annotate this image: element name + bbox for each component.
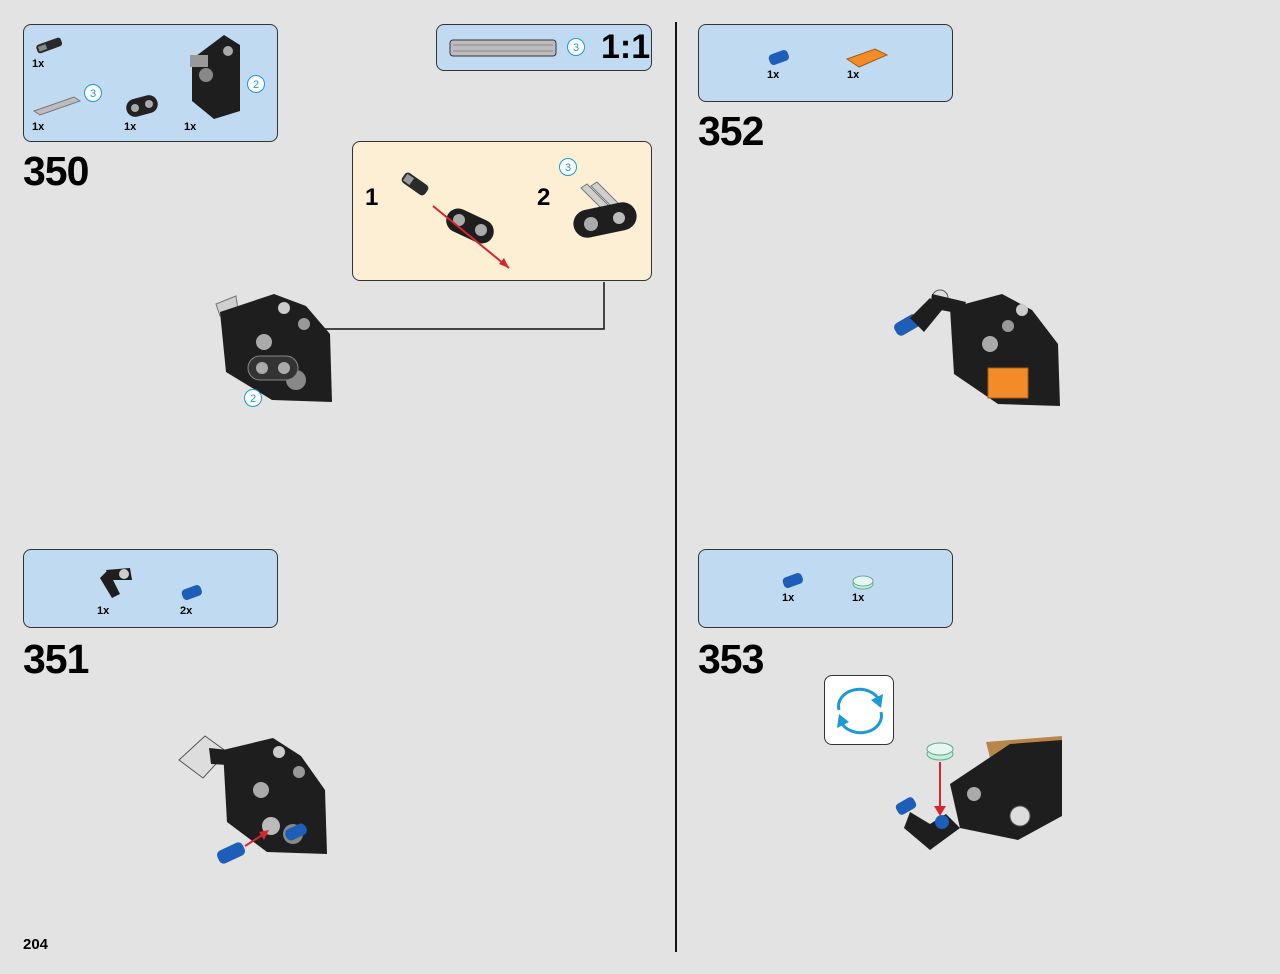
part-count-callout: 2 xyxy=(247,75,265,93)
part-angle-connector xyxy=(100,568,132,598)
sub-step-1-illustration xyxy=(401,172,510,269)
axle-scale-icon xyxy=(449,39,557,57)
step-number: 351 xyxy=(23,636,89,682)
part-blue-pin xyxy=(181,585,202,600)
scale-label: 1:1 xyxy=(601,28,651,66)
page-number: 204 xyxy=(23,936,49,953)
rotate-model-icon xyxy=(824,675,894,745)
sub-step-2-illustration xyxy=(573,181,637,238)
part-qty: 1x xyxy=(32,121,45,133)
part-blue-pin xyxy=(768,50,789,65)
scale-reference-box: 3 1:1 xyxy=(436,24,652,71)
model-count-callout: 2 xyxy=(244,389,262,407)
step-number: 352 xyxy=(698,108,764,154)
part-qty: 2x xyxy=(180,605,193,617)
part-qty: 1x xyxy=(767,69,780,81)
scale-length-callout: 3 xyxy=(567,38,585,56)
part-blue-pin xyxy=(782,573,803,588)
part-qty: 1x xyxy=(782,592,795,604)
sub-step-number: 1 xyxy=(365,184,379,211)
sub-assembly-connector-arrow xyxy=(298,282,605,336)
sub-step-callout: 3 xyxy=(559,158,577,176)
step-351-parts-list: 1x 2x xyxy=(23,549,278,628)
part-qty: 1x xyxy=(32,58,45,70)
part-axle-pin-with-bush xyxy=(36,37,63,54)
part-qty: 1x xyxy=(847,69,860,81)
part-length-callout: 3 xyxy=(84,84,102,102)
step-351-model xyxy=(178,735,327,864)
part-angle-panel-block xyxy=(190,35,240,119)
step-352-parts-list: 1x 1x xyxy=(698,24,953,102)
part-qty: 1x xyxy=(852,592,865,604)
part-qty: 1x xyxy=(97,605,110,617)
page-divider xyxy=(675,22,677,952)
step-353-model xyxy=(895,736,1062,850)
part-qty: 1x xyxy=(184,121,197,133)
step-350-model xyxy=(215,294,332,402)
sub-assembly-panel: 1 2 3 xyxy=(352,141,652,281)
step-number: 350 xyxy=(23,148,89,194)
part-qty: 1x xyxy=(124,121,137,133)
step-353-parts-list: 1x 1x xyxy=(698,549,953,628)
sub-step-number: 2 xyxy=(537,184,551,211)
part-double-beam xyxy=(126,95,158,117)
part-axle-3 xyxy=(32,96,82,116)
step-350-parts-list: 1x 3 1x 1x 2 1x xyxy=(23,24,278,142)
step-352-model xyxy=(894,289,1060,406)
part-trans-round-tile xyxy=(852,575,874,590)
part-orange-tile xyxy=(845,48,889,68)
step-number: 353 xyxy=(698,636,764,682)
